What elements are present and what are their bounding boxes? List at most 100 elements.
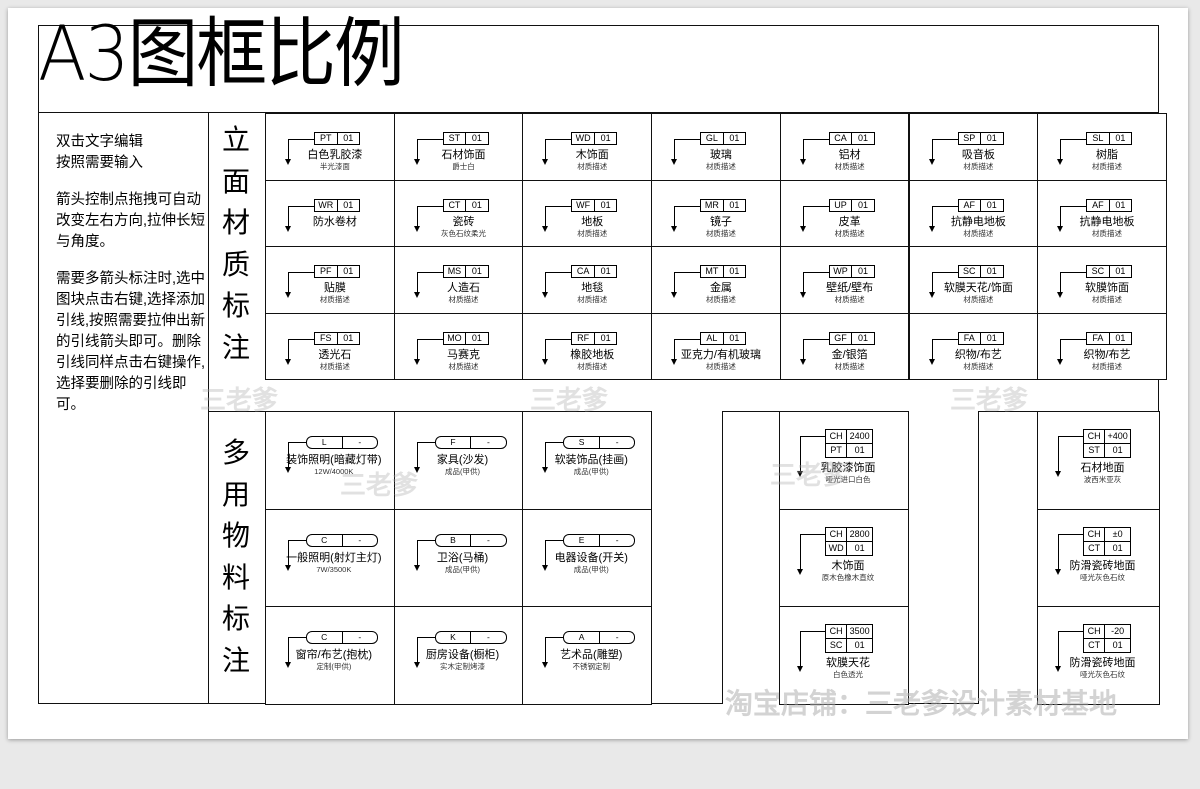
material-desc: 材质描述 bbox=[963, 295, 994, 305]
item-cell: E-电器设备(开关)成品(甲供) bbox=[522, 508, 653, 608]
item-desc: 12W/4000K bbox=[314, 467, 354, 476]
tag-number: - bbox=[358, 632, 362, 643]
item-tag: A- bbox=[563, 631, 636, 645]
arrowhead-icon bbox=[413, 467, 420, 473]
tag-number: 01 bbox=[729, 133, 740, 143]
item-name: 厨房设备(橱柜) bbox=[425, 649, 500, 662]
section-label-char: 注 bbox=[221, 331, 250, 363]
section-label-box bbox=[722, 411, 780, 704]
leader-line bbox=[802, 205, 829, 227]
item-desc: 不锈钢定制 bbox=[572, 662, 610, 672]
tag-number: 01 bbox=[986, 199, 997, 210]
tag-number: - bbox=[487, 632, 490, 643]
tag-code: SC bbox=[959, 266, 981, 278]
tag-number: 01 bbox=[600, 199, 611, 210]
arrowhead-icon bbox=[285, 225, 291, 232]
item-name: 一般照明(射灯主灯) bbox=[286, 551, 382, 564]
tag-code: FA bbox=[959, 332, 981, 344]
annotation-desc: 哑光进口白色 bbox=[825, 475, 871, 484]
item-desc: 成品(甲供) bbox=[445, 467, 481, 476]
leader-line bbox=[416, 442, 435, 468]
arrowhead-icon bbox=[928, 292, 935, 299]
annotation-cell: 防滑瓷砖地面哑光灰色石纹 bbox=[1037, 606, 1160, 705]
arrowhead-icon bbox=[285, 292, 291, 299]
tag-number: 01 bbox=[858, 266, 869, 277]
leader-line bbox=[288, 338, 314, 360]
annotation-name: 防滑瓷砖地面 bbox=[1069, 657, 1136, 670]
tag-number: 01 bbox=[343, 199, 354, 210]
leader-line bbox=[545, 205, 572, 227]
tag-number: 01 bbox=[343, 332, 354, 343]
item-cell: C-一般照明(射灯主灯)7W/3500K bbox=[265, 508, 395, 608]
arrowhead-icon bbox=[671, 225, 678, 232]
material-name: 壁纸/壁布 bbox=[826, 282, 874, 295]
item-cell: S-软装饰品(挂画)成品(甲供) bbox=[522, 411, 653, 510]
leader-line bbox=[288, 139, 314, 160]
tag-number: 01 bbox=[1115, 266, 1126, 277]
tag-code: AL bbox=[701, 332, 724, 344]
material-name: 吸音板 bbox=[961, 149, 995, 161]
tag-number: - bbox=[615, 437, 619, 447]
arrowhead-icon bbox=[285, 159, 291, 165]
tag-number: 01 bbox=[600, 266, 611, 277]
annotation-name: 乳胶漆饰面 bbox=[820, 462, 876, 474]
material-desc: 材质描述 bbox=[834, 295, 865, 305]
section-label-char: 材 bbox=[221, 207, 250, 238]
material-name: 织物/布艺 bbox=[954, 348, 1002, 361]
tag-row: CH-20 bbox=[1084, 625, 1130, 639]
wall-material-section-label: 立面材质标注 bbox=[218, 119, 254, 368]
material-name: 橡胶地板 bbox=[570, 348, 615, 361]
leader-line bbox=[674, 272, 701, 294]
tag-code: AF bbox=[1087, 199, 1110, 211]
leader-line bbox=[674, 205, 701, 227]
tag-number: 01 bbox=[1115, 199, 1126, 210]
height-code: CH bbox=[826, 625, 848, 639]
tag-code: RF bbox=[572, 332, 595, 344]
section-label-char: 料 bbox=[221, 561, 250, 593]
leader-line bbox=[802, 272, 829, 294]
tag-number: 01 bbox=[854, 445, 865, 455]
material-desc: 材质描述 bbox=[1092, 361, 1123, 371]
material-name: 白色乳胶漆 bbox=[307, 149, 363, 161]
material-name: 贴膜 bbox=[323, 282, 346, 295]
leader-line bbox=[1058, 533, 1084, 570]
arrowhead-icon bbox=[413, 662, 420, 669]
arrowhead-icon bbox=[285, 564, 291, 571]
leader-line bbox=[931, 139, 958, 160]
tag-code: ST bbox=[1084, 444, 1106, 457]
material-desc: 材质描述 bbox=[834, 162, 865, 171]
material-name: 透光石 bbox=[318, 348, 352, 361]
section-label-char: 面 bbox=[221, 165, 250, 197]
tag-number: 01 bbox=[858, 332, 869, 343]
material-name: 防水卷材 bbox=[312, 215, 357, 228]
leader-line bbox=[545, 637, 564, 664]
material-desc: 材质描述 bbox=[834, 228, 865, 238]
leader-line bbox=[1060, 272, 1087, 294]
material-desc: 材质描述 bbox=[1092, 228, 1123, 238]
item-tag: F- bbox=[434, 436, 507, 449]
tag-code: A bbox=[564, 632, 600, 644]
material-name: 地毯 bbox=[581, 282, 604, 295]
item-desc: 实木定制烤漆 bbox=[440, 662, 486, 672]
arrowhead-icon bbox=[1057, 159, 1064, 165]
item-name: 窗帘/布艺(抱枕) bbox=[295, 649, 373, 662]
tag-number: 01 bbox=[471, 266, 482, 277]
material-name: 金/银箔 bbox=[831, 348, 868, 361]
tag-code: PF bbox=[315, 266, 338, 278]
